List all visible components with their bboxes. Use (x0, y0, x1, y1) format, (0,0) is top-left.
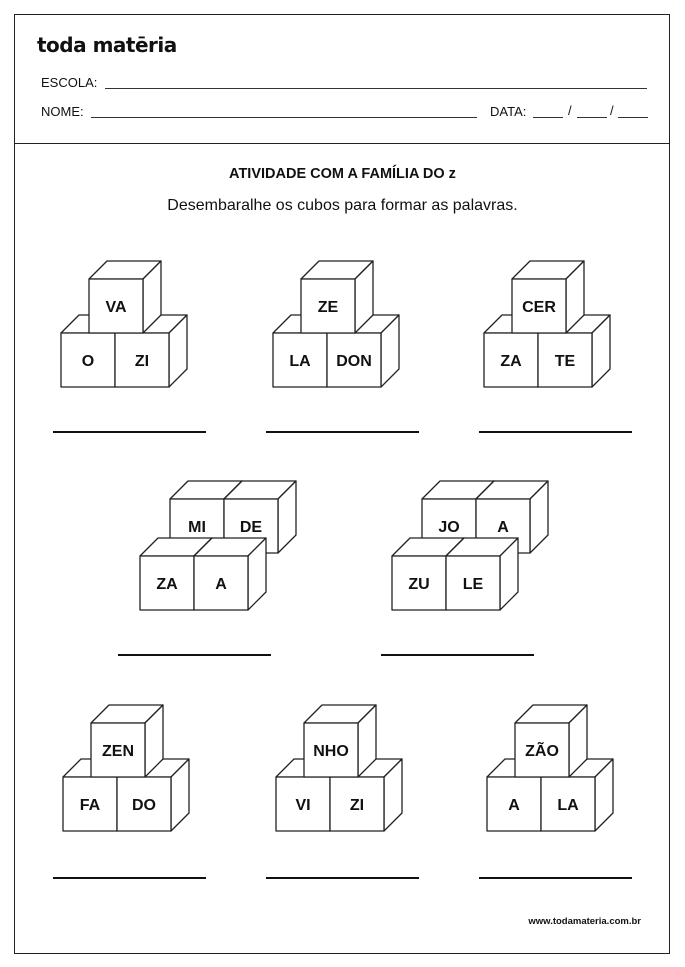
cube-syllable: NHO (313, 743, 349, 760)
cube-syllable: LA (289, 353, 311, 370)
cube-syllable: O (82, 353, 94, 370)
letter-cube: ZÃO (514, 704, 588, 778)
letter-cube: CER (511, 260, 585, 334)
name-label: NOME: (41, 104, 84, 119)
cube-syllable: ZA (500, 353, 522, 370)
cube-syllable: DE (240, 519, 263, 536)
letter-cube: ZEN (90, 704, 164, 778)
cube-syllable: A (215, 576, 227, 593)
answer-line-7[interactable] (266, 877, 419, 879)
cube-syllable: LE (463, 576, 484, 593)
school-field[interactable] (105, 88, 647, 89)
cube-syllable: ZA (156, 576, 178, 593)
letter-cube: LA (540, 758, 614, 832)
school-label: ESCOLA: (41, 75, 98, 90)
cube-syllable: VI (295, 797, 310, 814)
letter-cube: ZI (329, 758, 403, 832)
cube-syllable: ZE (318, 299, 339, 316)
name-field[interactable] (91, 117, 477, 118)
cube-syllable: TE (555, 353, 576, 370)
answer-line-1[interactable] (53, 431, 206, 433)
letter-cube: A (193, 537, 267, 611)
answer-line-8[interactable] (479, 877, 632, 879)
header-divider (15, 143, 669, 144)
cube-syllable: A (508, 797, 520, 814)
answer-line-6[interactable] (53, 877, 206, 879)
date-separator: / (568, 103, 572, 118)
letter-cube: DE (223, 480, 297, 554)
cube-syllable: ZI (135, 353, 149, 370)
cube-syllable: JO (438, 519, 459, 536)
letter-cube: A (475, 480, 549, 554)
cube-syllable: VA (105, 299, 126, 316)
answer-line-4[interactable] (118, 654, 271, 656)
cube-syllable: A (497, 519, 509, 536)
cube-syllable: CER (522, 299, 556, 316)
letter-cube: LE (445, 537, 519, 611)
cube-syllable: DON (336, 353, 372, 370)
footer-url: www.todamateria.com.br (528, 916, 641, 927)
cube-syllable: ZÃO (525, 740, 559, 760)
cube-syllable: FA (80, 797, 101, 814)
letter-cube: ZE (300, 260, 374, 334)
date-year-field[interactable] (618, 117, 648, 118)
cube-syllable: MI (188, 519, 206, 536)
date-label: DATA: (490, 104, 527, 119)
cube-syllable: ZU (408, 576, 429, 593)
activity-instructions: Desembaralhe os cubos para formar as pal… (167, 197, 518, 214)
date-separator: / (610, 103, 614, 118)
letter-cube: VA (88, 260, 162, 334)
date-month-field[interactable] (577, 117, 607, 118)
cube-syllable: DO (132, 797, 156, 814)
logo: toda matēria (37, 33, 177, 57)
cube-syllable: LA (557, 797, 579, 814)
date-day-field[interactable] (533, 117, 563, 118)
answer-line-3[interactable] (479, 431, 632, 433)
letter-cube: NHO (303, 704, 377, 778)
cube-syllable: ZI (350, 797, 364, 814)
answer-line-2[interactable] (266, 431, 419, 433)
worksheet: toda matēria ESCOLA: NOME: DATA: / / www… (14, 14, 670, 954)
cube-syllable: ZEN (102, 743, 134, 760)
activity-title: ATIVIDADE COM A FAMÍLIA DO z (229, 166, 456, 182)
answer-line-5[interactable] (381, 654, 534, 656)
